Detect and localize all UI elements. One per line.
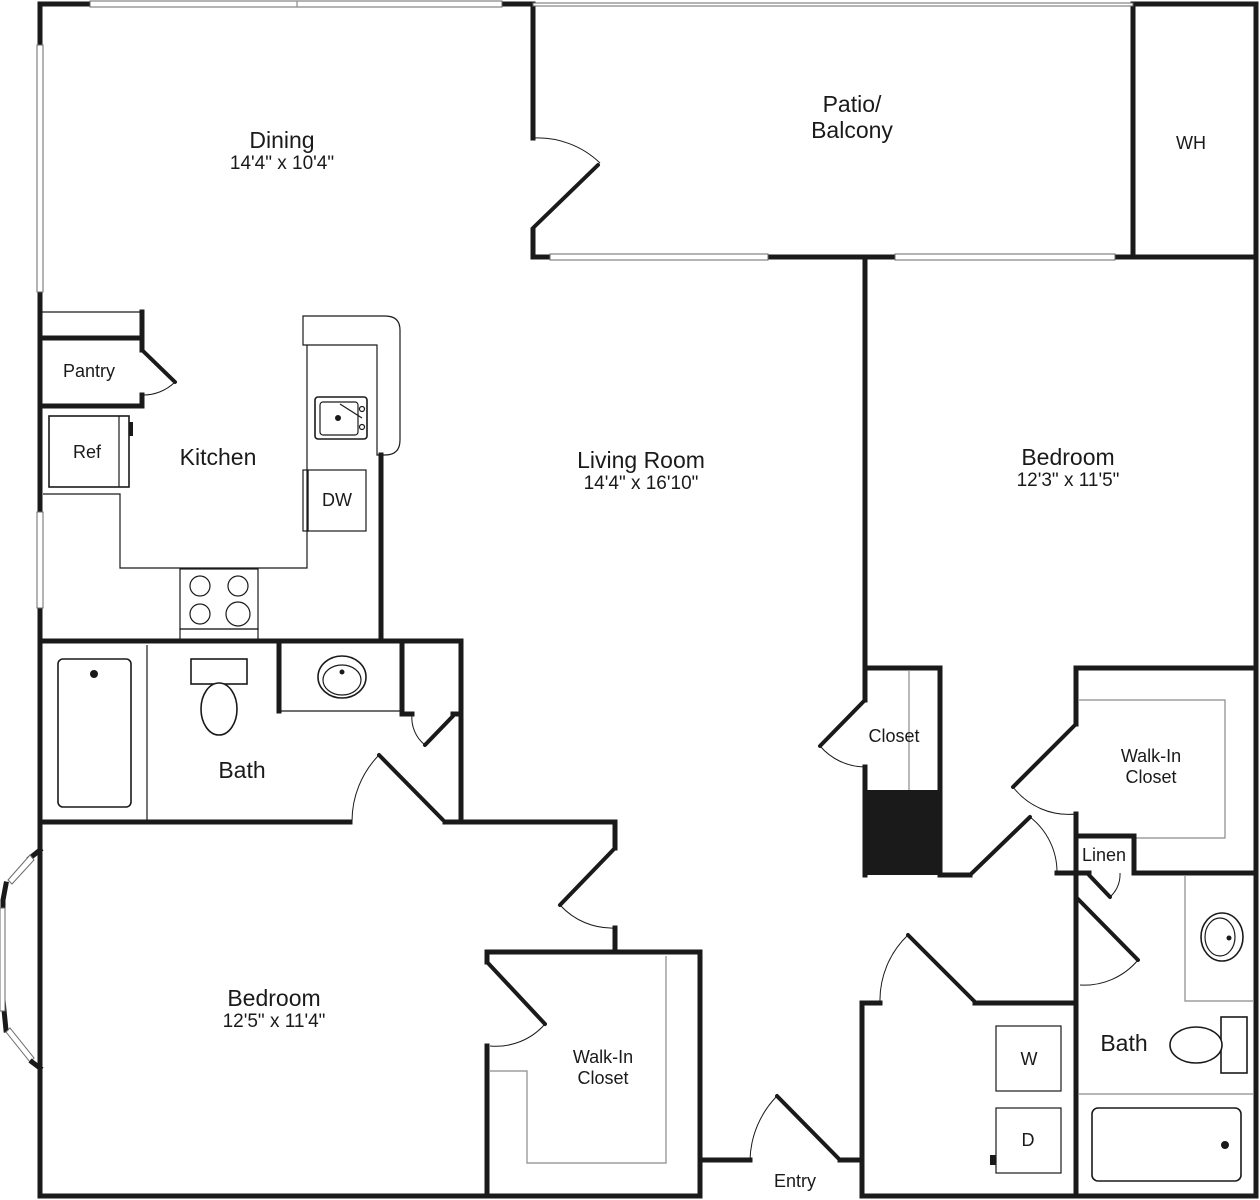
walk-in-left-line2: Closet <box>577 1067 629 1088</box>
entry-door <box>749 1094 842 1162</box>
room-label-bedroom-left: Bedroom 12'5" x 11'4" <box>223 985 326 1033</box>
left-bath-area <box>37 638 618 851</box>
dining-dims: 14'4" x 10'4" <box>229 153 335 175</box>
patio-name-line2: Balcony <box>811 117 893 144</box>
room-label-living-room: Living Room 14'4" x 16'10" <box>577 447 705 495</box>
left-bedroom-area <box>484 846 703 1199</box>
room-label-walk-in-right: Walk-In Closet <box>1121 746 1181 787</box>
room-label-walk-in-left: Walk-In Closet <box>573 1047 633 1088</box>
bedroom-left-dims: 12'5" x 11'4" <box>222 1011 326 1033</box>
patio-door <box>531 137 601 230</box>
water-heater-label: WH <box>1176 133 1206 153</box>
kitchen-label: Kitchen <box>179 444 257 470</box>
bedroom-right-name: Bedroom <box>1021 444 1115 470</box>
linen-label: Linen <box>1081 845 1127 865</box>
kitchen-area <box>37 309 401 644</box>
bath-right-label: Bath <box>1100 1030 1148 1056</box>
room-label-patio: Patio/ Balcony <box>811 91 893 144</box>
room-label-dining: Dining 14'4" x 10'4" <box>230 127 334 175</box>
bedroom-right-dims: 12'3" x 11'5" <box>1016 470 1120 492</box>
dryer-label: D <box>1021 1130 1035 1150</box>
living-room-name: Living Room <box>577 447 705 473</box>
living-room-dims: 14'4" x 16'10" <box>583 473 699 495</box>
entry-label: Entry <box>773 1171 817 1191</box>
walk-in-left-line1: Walk-In <box>572 1047 634 1067</box>
walk-in-right-line2: Closet <box>1125 766 1177 787</box>
room-label-bedroom-right: Bedroom 12'3" x 11'5" <box>1017 444 1120 492</box>
right-bath-area <box>1074 875 1254 1182</box>
closet-label: Closet <box>868 726 920 746</box>
dishwasher-label: DW <box>322 490 352 510</box>
pantry-label: Pantry <box>62 361 116 381</box>
patio-name-line1: Patio/ <box>822 91 882 117</box>
refrigerator-label: Ref <box>72 442 102 462</box>
dining-name: Dining <box>249 127 315 153</box>
laundry-area <box>859 933 1079 1174</box>
walk-in-right-line1: Walk-In <box>1120 746 1182 766</box>
washer-label: W <box>1020 1049 1038 1069</box>
center-closet <box>818 665 973 878</box>
windows <box>0 0 1134 1072</box>
bedroom-left-name: Bedroom <box>227 985 321 1011</box>
bath-left-label: Bath <box>218 757 266 783</box>
